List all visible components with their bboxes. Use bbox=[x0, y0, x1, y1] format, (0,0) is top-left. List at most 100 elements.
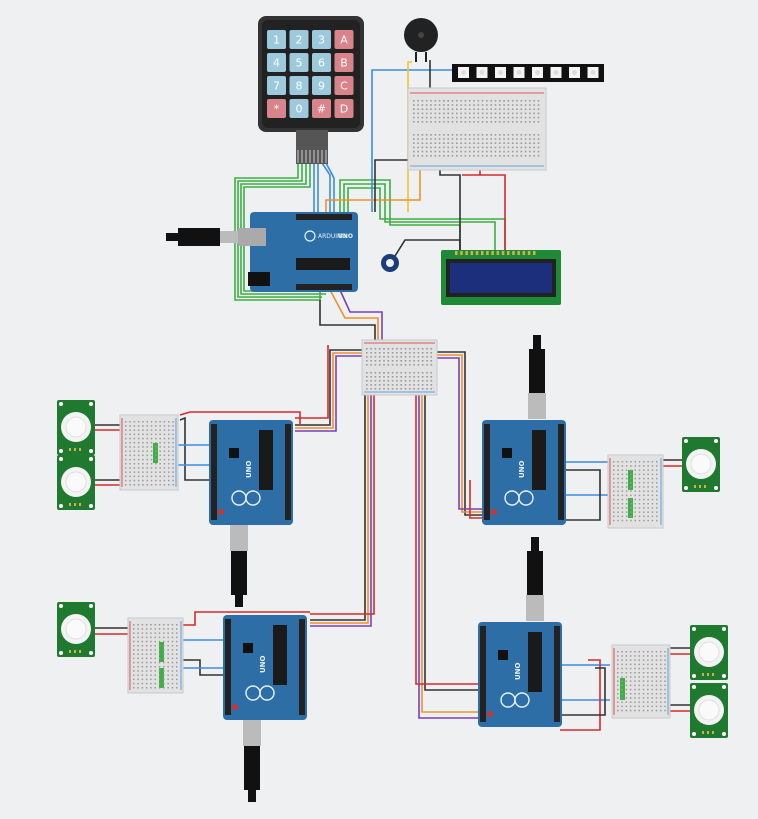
bus-wire bbox=[435, 351, 482, 516]
keypad-key-label: 7 bbox=[273, 80, 280, 93]
keypad-key-label: * bbox=[274, 103, 280, 116]
bus-wire bbox=[295, 352, 368, 429]
bus-wire bbox=[424, 390, 478, 691]
pot-wire bbox=[389, 239, 461, 265]
keypad-key-label: # bbox=[317, 103, 326, 116]
usb-cable-icon bbox=[243, 720, 261, 802]
keypad-key[interactable]: 6 bbox=[312, 53, 331, 72]
keypad-key-label: 1 bbox=[273, 34, 280, 47]
keypad-key[interactable]: # bbox=[312, 99, 331, 118]
keypad-key-label: D bbox=[340, 103, 348, 116]
pir-sensor-icon[interactable] bbox=[57, 400, 95, 455]
keypad-wire bbox=[237, 163, 322, 298]
bus-wire bbox=[295, 349, 365, 426]
neopixel-wire bbox=[371, 69, 455, 212]
bus-wire bbox=[339, 289, 383, 345]
sensor-wire bbox=[180, 611, 310, 626]
keypad-key[interactable]: 7 bbox=[267, 76, 286, 95]
keypad-key-label: B bbox=[340, 57, 348, 70]
sensor-wire bbox=[179, 411, 301, 425]
board-badge: UNO bbox=[245, 460, 253, 478]
arduino-uno[interactable]: UNO bbox=[223, 615, 307, 720]
arduino-label-uno: UNO bbox=[338, 233, 353, 240]
bus-wire bbox=[329, 289, 379, 345]
keypad-key[interactable]: 9 bbox=[312, 76, 331, 95]
breadboard-body bbox=[361, 339, 438, 396]
bus-wire bbox=[310, 390, 366, 621]
resistor bbox=[159, 642, 164, 662]
lcd-wire bbox=[343, 183, 496, 250]
resistor bbox=[628, 470, 633, 490]
breadboard-left-bottom[interactable] bbox=[127, 617, 184, 694]
lcd-display[interactable] bbox=[441, 250, 561, 305]
pir-sensor-icon[interactable] bbox=[57, 602, 95, 657]
bus-wire bbox=[310, 390, 372, 627]
keypad-key[interactable]: 1 bbox=[267, 30, 286, 49]
arduino-main[interactable]: ARDUINO UNO bbox=[238, 212, 358, 292]
keypad-key[interactable]: 3 bbox=[312, 30, 331, 49]
keypad-key-label: 3 bbox=[318, 34, 325, 47]
board-badge: UNO bbox=[259, 655, 267, 673]
sensor-wire bbox=[560, 667, 606, 716]
keypad-key[interactable]: 0 bbox=[289, 99, 309, 118]
breadboard-middle[interactable] bbox=[361, 339, 438, 396]
resistor bbox=[159, 668, 164, 688]
keypad-ribbon bbox=[296, 130, 328, 164]
keypad-key[interactable]: 5 bbox=[289, 53, 309, 72]
keypad-key-label: A bbox=[340, 34, 348, 47]
breadboard-top[interactable] bbox=[407, 87, 547, 171]
bus-wire bbox=[295, 345, 329, 419]
sensor-wire bbox=[560, 659, 601, 731]
keypad-key[interactable]: C bbox=[334, 76, 354, 95]
keypad-key[interactable]: * bbox=[267, 99, 286, 118]
pir-sensor-icon[interactable] bbox=[682, 437, 720, 492]
keypad-key-label: 4 bbox=[273, 57, 280, 70]
usb-cable-icon bbox=[230, 525, 248, 607]
arduino-uno[interactable]: UNO bbox=[478, 622, 562, 727]
keypad-key[interactable]: B bbox=[334, 53, 354, 72]
usb-port bbox=[238, 228, 266, 246]
arduino-uno[interactable]: UNO bbox=[482, 420, 566, 525]
arduino-label: ARDUINO bbox=[318, 233, 347, 240]
bus-wire bbox=[415, 390, 478, 685]
usb-cable-icon bbox=[526, 537, 544, 621]
potentiometer-icon[interactable] bbox=[381, 254, 399, 272]
arduino-uno[interactable]: UNO bbox=[209, 420, 293, 525]
pin-header bbox=[296, 214, 352, 220]
bus-wire bbox=[421, 390, 478, 713]
keypad-key-label: 6 bbox=[318, 57, 325, 70]
bus-wire bbox=[319, 300, 376, 345]
keypad-key-label: 2 bbox=[296, 34, 303, 47]
keypad-key[interactable]: 8 bbox=[289, 76, 309, 95]
pir-sensor-icon[interactable] bbox=[690, 683, 728, 738]
bus-wire bbox=[310, 390, 375, 615]
buzzer-icon[interactable] bbox=[404, 18, 438, 62]
keypad-key[interactable]: D bbox=[334, 99, 354, 118]
bus-wire bbox=[310, 390, 369, 624]
keypad-key[interactable]: A bbox=[334, 30, 354, 49]
bus-wire bbox=[432, 354, 482, 513]
keypad-key-label: 0 bbox=[296, 103, 303, 116]
usb-cable-icon bbox=[166, 228, 246, 246]
arduino-board bbox=[250, 212, 358, 292]
neopixel-strip-icon[interactable] bbox=[452, 64, 604, 82]
keypad-wire bbox=[240, 163, 326, 295]
chip bbox=[296, 258, 350, 270]
keypad-key-label: 9 bbox=[318, 80, 325, 93]
gnd-wire bbox=[374, 159, 461, 250]
bus-wire bbox=[295, 355, 371, 432]
pir-sensor-icon[interactable] bbox=[57, 455, 95, 510]
resistor bbox=[153, 443, 158, 463]
usb-cable-icon bbox=[528, 335, 546, 419]
board-badge: UNO bbox=[514, 662, 522, 680]
keypad-key[interactable]: 4 bbox=[267, 53, 286, 72]
breadboard-left-top[interactable] bbox=[119, 414, 179, 491]
bus-wire bbox=[469, 480, 482, 519]
keypad-key-label: 5 bbox=[296, 57, 303, 70]
keypad-key-label: C bbox=[340, 80, 348, 93]
keypad-key[interactable]: 2 bbox=[289, 30, 309, 49]
pir-sensor-icon[interactable] bbox=[690, 625, 728, 680]
sensor-wire bbox=[565, 469, 601, 521]
